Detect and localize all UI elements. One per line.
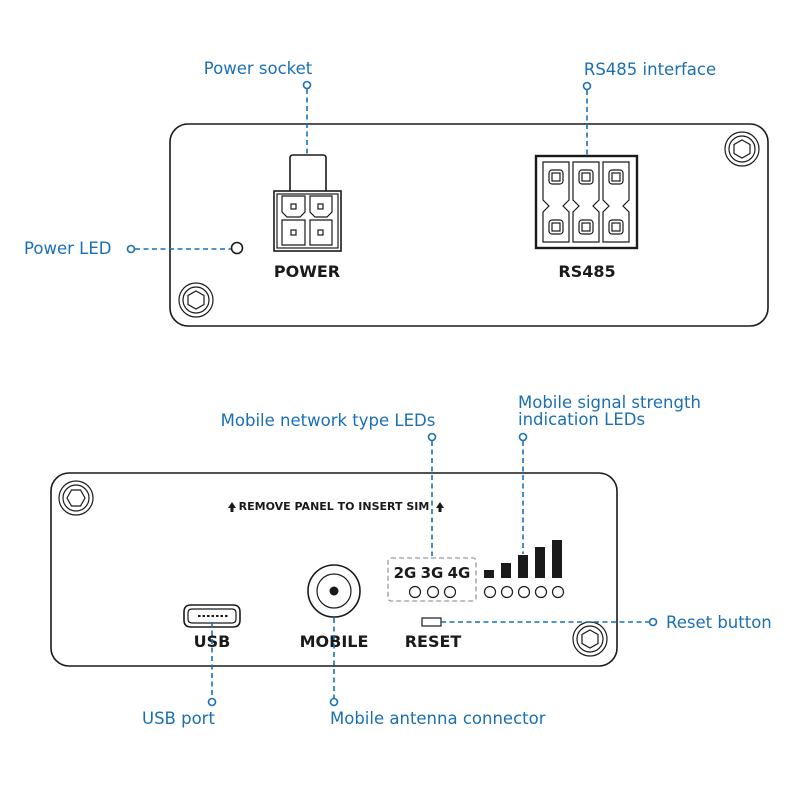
top-panel-body: [169, 123, 769, 327]
callout-anchor-icon: [427, 432, 437, 442]
power-port-label: POWER: [274, 262, 340, 281]
callout-power-led: Power LED: [24, 239, 231, 258]
reset-button[interactable]: [421, 617, 442, 627]
screw-icon: [178, 282, 214, 318]
callout-anchor-icon: [518, 432, 528, 442]
signal-led: [483, 585, 497, 599]
signal-led: [500, 585, 514, 599]
signal-strength-icon: [484, 540, 562, 578]
signal-bar: [535, 547, 545, 578]
callout-anchor-icon: [648, 617, 658, 627]
callout-antenna-connector: Mobile antenna connector: [329, 618, 546, 728]
usb-port[interactable]: [183, 604, 241, 628]
callout-anchor-icon: [207, 697, 217, 707]
callout-text: Mobile network type LEDs: [221, 411, 436, 430]
callout-usb-port: USB port: [142, 622, 217, 728]
rs485-connector[interactable]: [534, 154, 639, 250]
callout-rs485-interface: RS485 interface: [582, 60, 716, 155]
network-type-led: [408, 585, 422, 599]
callout-anchor-icon: [126, 244, 136, 254]
callout-anchor-icon: [329, 697, 339, 707]
callout-text: Reset button: [666, 613, 772, 632]
callout-text: Mobile antenna connector: [330, 709, 546, 728]
callout-text: RS485 interface: [584, 60, 716, 79]
callout-text: Mobile signal strength: [518, 393, 701, 412]
top-panel: POWER RS485 Power socket RS485 interface: [24, 59, 769, 327]
signal-bar: [518, 555, 528, 578]
callout-anchor-icon: [582, 81, 592, 91]
reset-button-label: RESET: [405, 632, 462, 651]
mobile-antenna-connector[interactable]: [307, 564, 361, 618]
network-type-led: [426, 585, 440, 599]
callout-text: USB port: [142, 709, 215, 728]
mobile-port-label: MOBILE: [300, 632, 369, 651]
arrow-up-icon: [228, 502, 236, 512]
screw-icon: [724, 131, 760, 167]
callout-text: indication LEDs: [518, 410, 645, 429]
signal-led: [551, 585, 565, 599]
power-socket[interactable]: [273, 154, 342, 252]
network-type-label: 3G: [421, 564, 444, 582]
bottom-panel: REMOVE PANEL TO INSERT SIM USB MOBILE 2G…: [50, 393, 772, 728]
signal-bar: [484, 570, 494, 578]
network-type-label: 2G: [394, 564, 417, 582]
network-type-group: [387, 557, 477, 602]
callout-text: Power socket: [204, 59, 313, 78]
callout-reset-button: Reset button: [441, 613, 772, 632]
callout-text: Power LED: [24, 239, 111, 258]
callout-signal-strength-leds: Mobile signal strength indication LEDs: [518, 393, 701, 554]
signal-led: [534, 585, 548, 599]
callout-network-type-leds: Mobile network type LEDs: [221, 411, 437, 556]
sim-notice: REMOVE PANEL TO INSERT SIM: [239, 500, 430, 513]
callout-power-socket: Power socket: [204, 59, 313, 154]
power-led: [230, 241, 244, 255]
rs485-port-label: RS485: [558, 262, 615, 281]
arrow-up-icon: [436, 502, 444, 512]
network-type-label: 4G: [448, 564, 471, 582]
screw-icon: [58, 480, 94, 516]
screw-icon: [572, 621, 608, 657]
signal-led: [517, 585, 531, 599]
signal-bar: [501, 563, 511, 578]
signal-bar: [552, 540, 562, 578]
callout-anchor-icon: [302, 80, 312, 90]
network-type-led: [443, 585, 457, 599]
